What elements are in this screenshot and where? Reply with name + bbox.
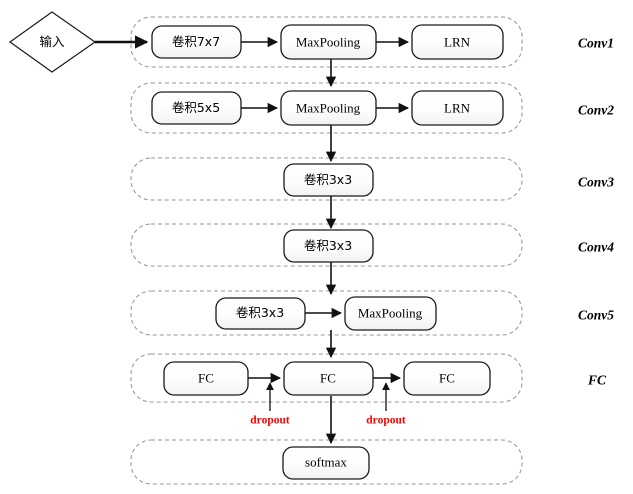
input-label: 输入 xyxy=(39,33,65,49)
node-label-fc-3: FC xyxy=(439,370,455,386)
group-label-conv1: Conv1 xyxy=(578,35,615,51)
node-conv5-maxpooling xyxy=(344,296,437,331)
annotation-dropout-right: dropout xyxy=(366,414,406,427)
node-label-conv1-lrn: LRN xyxy=(444,34,470,50)
node-softmax xyxy=(282,446,370,480)
node-label-fc-1: FC xyxy=(198,370,214,386)
node-label-fc-2: FC xyxy=(320,370,336,386)
node-label-softmax: softmax xyxy=(305,454,347,470)
node-conv4-conv xyxy=(283,229,374,263)
group-label-fc: FC xyxy=(588,372,607,388)
node-label-conv5-maxpooling: MaxPooling xyxy=(357,305,423,321)
node-conv3-conv xyxy=(283,163,374,197)
node-label-conv1-conv: 卷积7x7 xyxy=(171,33,221,49)
annotation-dropout-left: dropout xyxy=(250,414,290,427)
node-label-conv2-lrn: LRN xyxy=(444,100,470,116)
node-label-conv1-maxpooling: MaxPooling xyxy=(295,34,361,50)
node-label-conv2-maxpooling: MaxPooling xyxy=(295,100,361,116)
node-label-conv2-conv: 卷积5x5 xyxy=(171,99,221,115)
node-conv1-lrn xyxy=(411,24,504,60)
node-label-conv5-conv: 卷积3x3 xyxy=(235,304,285,320)
input-diamond xyxy=(8,11,97,73)
group-label-conv3: Conv3 xyxy=(578,174,615,190)
group-label-conv2: Conv2 xyxy=(578,102,615,118)
group-label-conv5: Conv5 xyxy=(578,307,615,323)
group-label-conv4: Conv4 xyxy=(578,239,615,255)
node-label-conv4-conv: 卷积3x3 xyxy=(303,237,353,253)
group-conv1-outline xyxy=(130,16,523,68)
node-fc-3 xyxy=(403,361,491,396)
node-conv2-lrn xyxy=(411,90,504,126)
node-label-conv3-conv: 卷积3x3 xyxy=(303,171,353,187)
